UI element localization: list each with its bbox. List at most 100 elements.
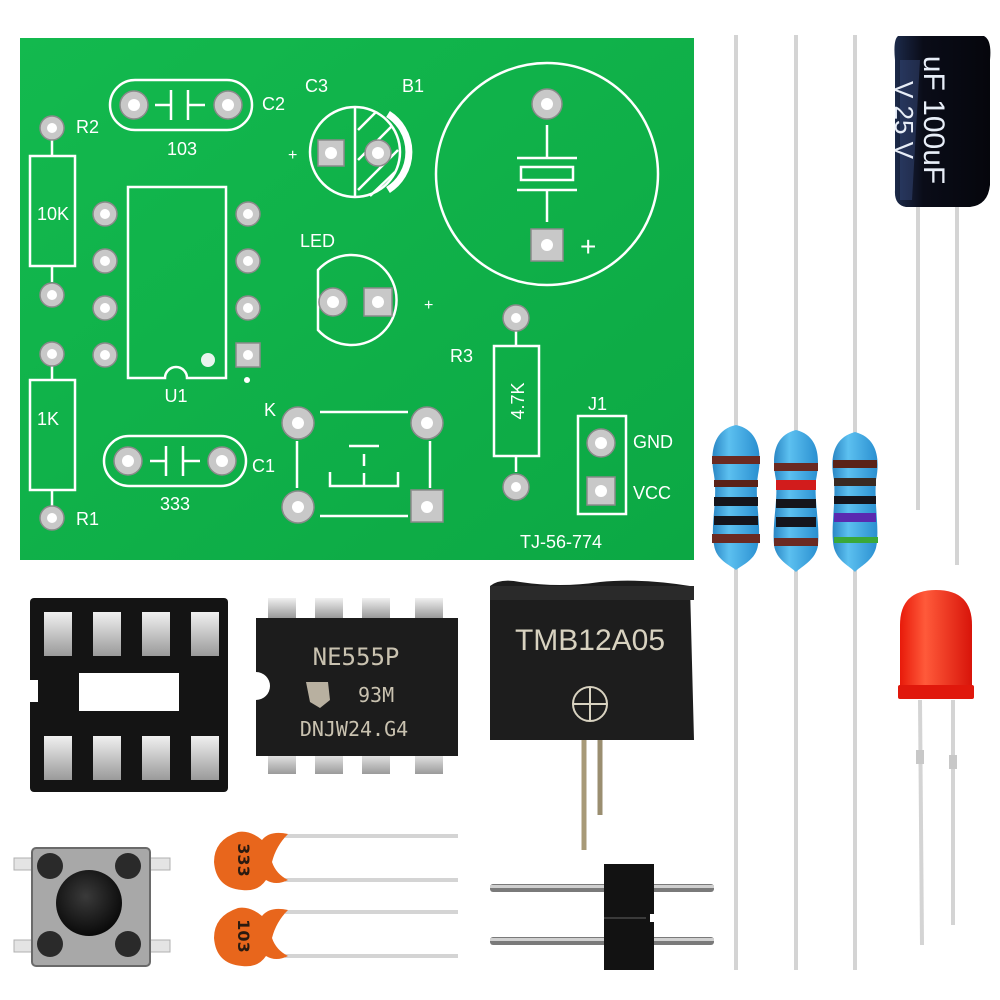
resistor-band xyxy=(714,497,758,506)
pad xyxy=(207,446,237,476)
ceramic-capacitor-103: 103 xyxy=(214,907,458,967)
b1-label: B1 xyxy=(402,76,424,96)
pad xyxy=(113,446,143,476)
socket-contact xyxy=(191,612,219,656)
pad xyxy=(281,406,315,440)
pin1-dot xyxy=(201,353,215,367)
r1-label: R1 xyxy=(76,509,99,529)
led-dome xyxy=(900,590,972,688)
pad xyxy=(235,248,261,274)
resistor-band xyxy=(776,499,816,508)
pad xyxy=(92,342,118,368)
pad xyxy=(39,115,65,141)
pad xyxy=(92,295,118,321)
square-pad xyxy=(235,342,261,368)
switch-button-cap xyxy=(56,870,122,936)
led-label: LED xyxy=(300,231,335,251)
c2-value-label: 103 xyxy=(167,139,197,159)
footprint-c1: 333 C1 xyxy=(102,434,275,514)
ti-logo-icon xyxy=(306,682,330,708)
ceramic-value-label: 333 xyxy=(234,843,253,876)
chip-pins xyxy=(268,598,443,774)
pad xyxy=(586,428,616,458)
ceramic-body xyxy=(214,907,288,967)
buzzer: TMB12A05 xyxy=(490,580,694,850)
footprint-c3: C3 + xyxy=(288,76,413,199)
buzzer-polarity-icon xyxy=(572,686,608,722)
led xyxy=(898,590,974,946)
chip-part-number: NE555P xyxy=(313,643,400,671)
pad xyxy=(531,88,563,120)
pad xyxy=(235,295,261,321)
pad xyxy=(119,90,149,120)
footprint-r3: 4.7K R3 xyxy=(450,330,541,472)
pcb-board: 10K R2 1K R1 103 C2 333 xyxy=(20,38,694,560)
c3-label: C3 xyxy=(305,76,328,96)
r2-value-label: 10K xyxy=(37,204,69,224)
vcc-label: VCC xyxy=(633,483,671,503)
pad xyxy=(92,201,118,227)
ceramic-value-label: 103 xyxy=(234,919,253,952)
ne555-chip: NE555P 93M DNJW24.G4 xyxy=(256,598,458,774)
pad xyxy=(213,90,243,120)
resistor-band xyxy=(834,537,878,543)
u1-label: U1 xyxy=(164,386,187,406)
led-plus-label: + xyxy=(424,297,433,314)
electrolytic-capacitor: uF 100uF V 25 V xyxy=(889,36,991,565)
c1-label: C1 xyxy=(252,456,275,476)
footprint-j1: J1 GND VCC xyxy=(576,394,673,516)
square-pad xyxy=(317,139,345,167)
pad xyxy=(39,341,65,367)
pad xyxy=(364,139,392,167)
socket-contact xyxy=(44,736,72,780)
resistor-band xyxy=(774,463,818,471)
resistor-2 xyxy=(773,430,819,572)
pin-header xyxy=(490,864,714,970)
pad xyxy=(235,201,261,227)
led-flange xyxy=(898,685,974,699)
socket-window xyxy=(79,673,179,711)
tact-switch xyxy=(13,847,171,967)
socket-contact xyxy=(142,736,170,780)
resistor-band xyxy=(833,460,877,468)
footprint-c2: 103 C2 xyxy=(108,78,285,159)
pcb-square-pads xyxy=(235,139,616,523)
pad xyxy=(92,248,118,274)
ceramic-capacitor-333: 333 xyxy=(214,831,458,891)
b1-plus-label: + xyxy=(580,231,596,262)
ic-socket xyxy=(30,598,228,792)
resistors xyxy=(712,35,878,970)
capacitor-rating-label: uF 100uF xyxy=(917,56,950,184)
square-pad xyxy=(363,287,393,317)
resistor-band xyxy=(776,480,816,490)
c3-plus-label: + xyxy=(288,147,297,164)
footprint-led: LED + xyxy=(300,231,433,347)
socket-contact xyxy=(142,612,170,656)
resistor-band xyxy=(712,456,760,464)
resistor-band xyxy=(714,516,758,525)
square-pad xyxy=(410,489,444,523)
resistor-band xyxy=(834,513,876,522)
c2-label: C2 xyxy=(262,94,285,114)
r2-label: R2 xyxy=(76,117,99,137)
socket-contacts xyxy=(44,612,219,780)
resistor-1 xyxy=(712,425,760,570)
footprint-b1: B1 + xyxy=(402,61,660,287)
socket-contact xyxy=(93,612,121,656)
pad xyxy=(318,287,348,317)
resistor-band xyxy=(776,517,816,527)
resistor-3 xyxy=(832,432,878,572)
chip-date-code: 93M xyxy=(358,683,394,707)
ceramic-capacitors: 333 103 xyxy=(214,831,458,967)
capacitor-stripe xyxy=(900,60,920,200)
chip-lot-code: DNJW24.G4 xyxy=(300,717,408,741)
r3-label: R3 xyxy=(450,346,473,366)
r1-value-label: 1K xyxy=(37,409,59,429)
footprint-r2: 10K R2 xyxy=(28,117,99,282)
square-pad xyxy=(530,228,564,262)
resistor-band xyxy=(712,534,760,543)
footprint-u1: U1 xyxy=(126,185,250,406)
pcb-pads xyxy=(39,88,616,531)
buzzer-model-label: TMB12A05 xyxy=(515,624,665,657)
